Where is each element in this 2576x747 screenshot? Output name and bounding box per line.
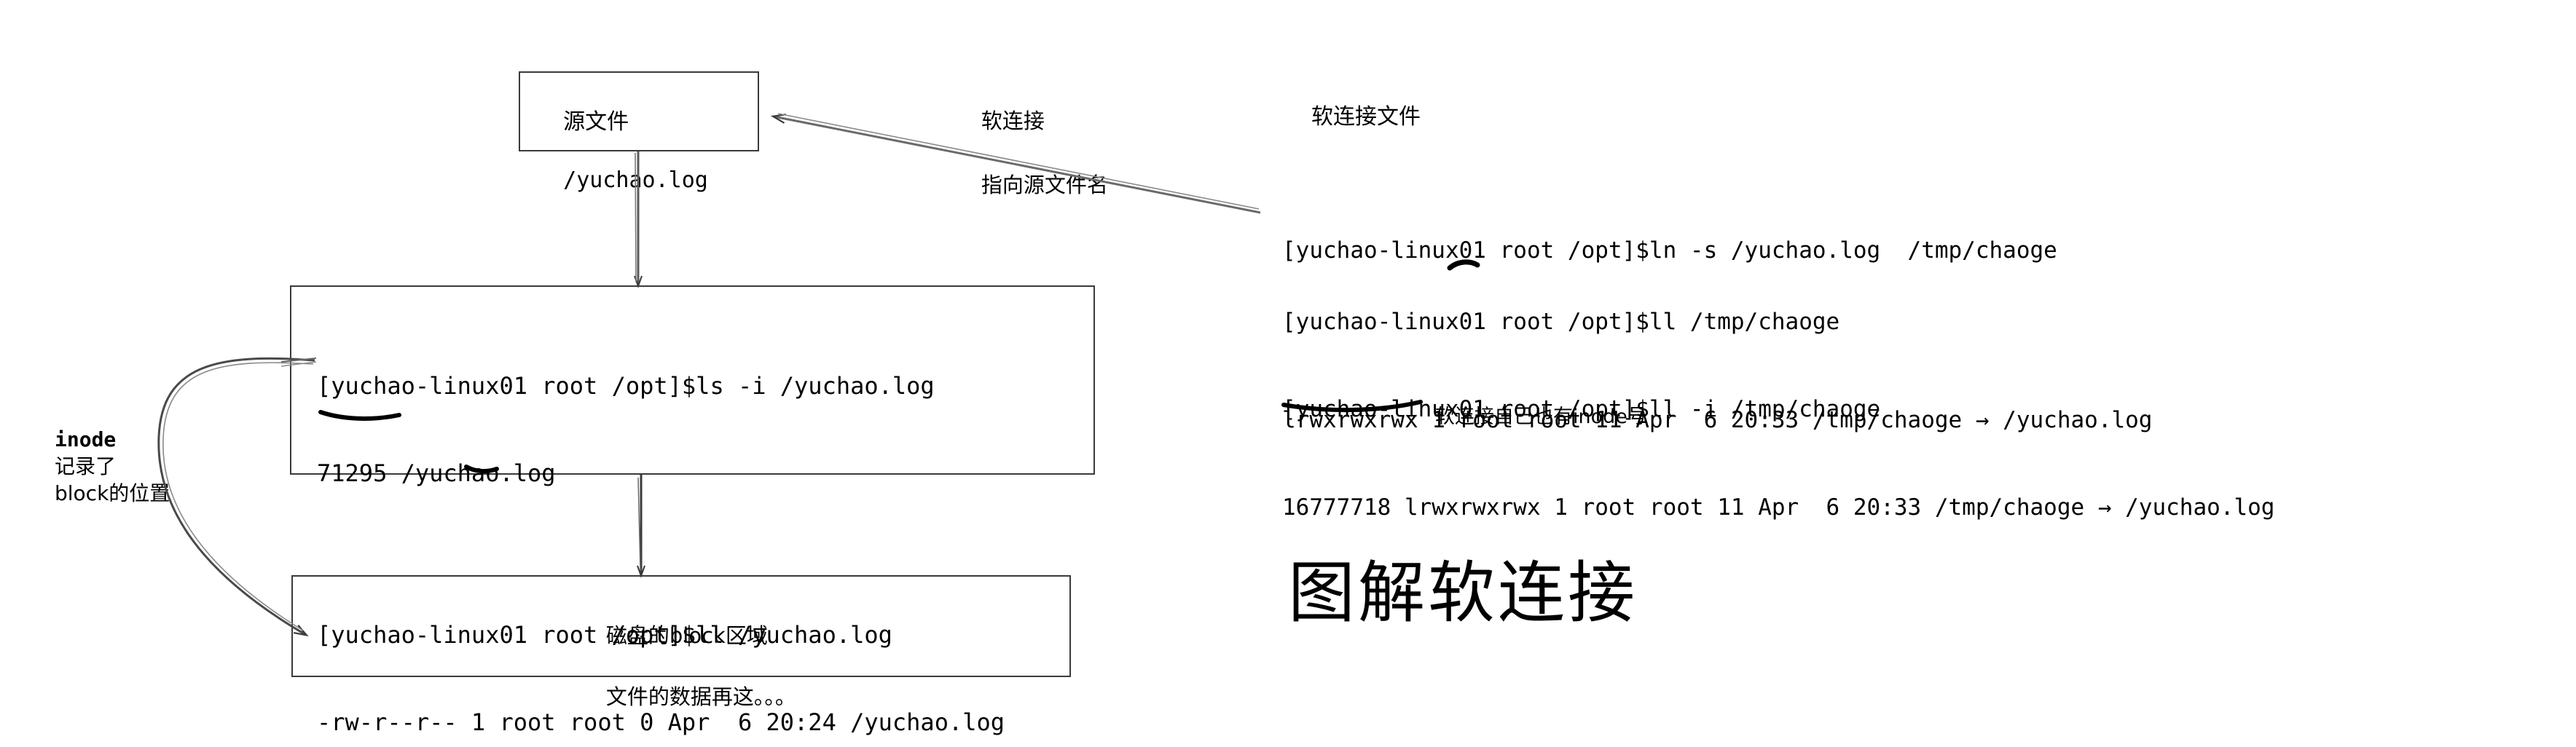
inode-annotation-line2: 记录了	[55, 454, 117, 478]
source-file-line1: 源文件	[563, 109, 629, 135]
terminal-left-cmd2: [yuchao-linux01 root /opt]$ll /yuchao.lo…	[317, 621, 892, 649]
terminal-left-text: [yuchao-linux01 root /opt]$ls -i /yuchao…	[317, 313, 1005, 747]
right-panel-block3-cmd: [yuchao-linux01 root /opt]$ll -i /tmp/ch…	[1282, 396, 1881, 422]
source-file-line2: /yuchao.log	[563, 167, 708, 193]
right-panel-block1: [yuchao-linux01 root /opt]$ln -s /yuchao…	[1282, 169, 2057, 333]
right-panel-block1-cmd: [yuchao-linux01 root /opt]$ln -s /yuchao…	[1282, 237, 2057, 264]
source-file-box	[519, 71, 759, 151]
disk-block-line1: 磁盘的block区域	[605, 623, 768, 648]
inode-annotation-line1: inode	[55, 427, 117, 451]
terminal-left-cmd1: [yuchao-linux01 root /opt]$ls -i /yuchao…	[317, 372, 935, 400]
disk-block-label: 磁盘的block区域 文件的数据再这。。。	[579, 590, 796, 743]
terminal-left-spacer	[317, 546, 1005, 562]
source-file-label: 源文件 /yuchao.log	[535, 79, 708, 224]
softlink-annotation-line1: 软连接	[981, 108, 1045, 133]
inode-annotation-line3: block的位置	[55, 481, 170, 505]
softlink-annotation: 软连接 指向源文件名	[954, 73, 1108, 233]
right-panel-block2: [yuchao-linux01 root /opt]$ll /tmp/chaog…	[1282, 240, 2152, 502]
disk-block-box	[291, 575, 1071, 677]
terminal-output-box-left	[290, 285, 1095, 475]
right-panel-block2-out: lrwxrwxrwx 1 root root 11 Apr 6 20:33 /t…	[1282, 407, 2153, 433]
softlink-annotation-line2: 指向源文件名	[981, 173, 1108, 197]
right-panel-heading: 软连接文件	[1311, 104, 1421, 130]
right-panel-block2-cmd: [yuchao-linux01 root /opt]$ll /tmp/chaog…	[1282, 309, 1840, 335]
terminal-left-out2: -rw-r--r-- 1 root root 0 Apr 6 20:24 /yu…	[317, 708, 1005, 736]
page-title: 图解软连接	[1288, 554, 1638, 632]
softlink-inode-annotation: 软连接自己也有inode号	[1435, 406, 1647, 428]
inode-annotation: inode 记录了 block的位置	[55, 426, 170, 507]
disk-block-line2: 文件的数据再这。。。	[605, 684, 796, 709]
right-panel-block3-out: 16777718 lrwxrwxrwx 1 root root 11 Apr 6…	[1282, 494, 2275, 521]
terminal-left-out1: 71295 /yuchao.log	[317, 459, 556, 487]
